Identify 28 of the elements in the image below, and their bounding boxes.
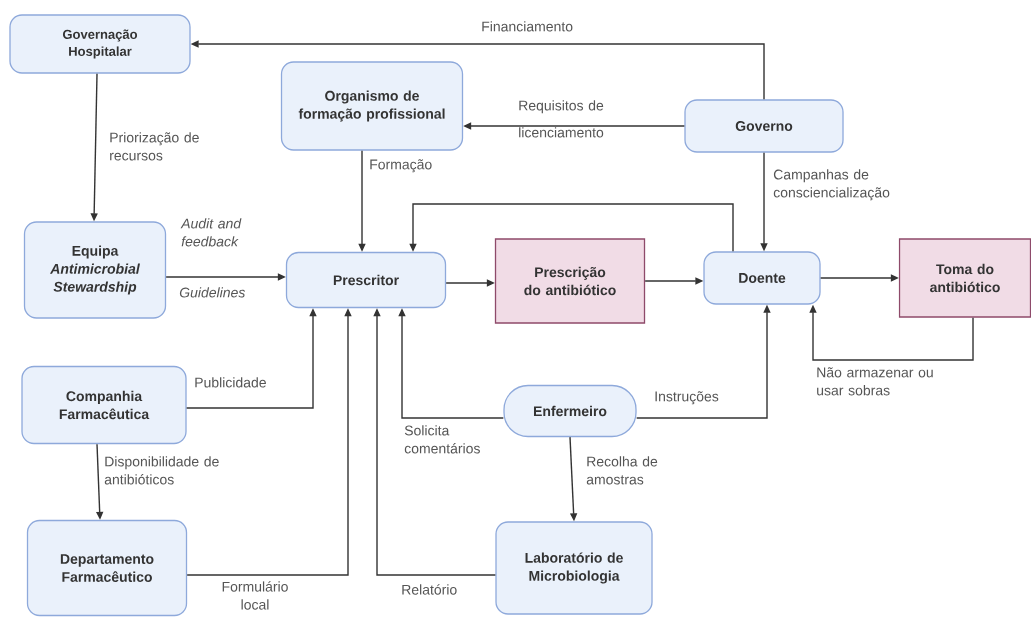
process-box: Departamento Farmacêutico: [26, 519, 188, 617]
arrow: [409, 203, 734, 253]
process-box: Organismo de formação profissional: [280, 61, 464, 151]
process-box: Governo: [684, 99, 844, 153]
edge-label: Publicidade: [195, 377, 266, 388]
edge-label: Recolha de amostras: [586, 456, 658, 485]
process-box: Governação Hospitalar: [9, 14, 191, 74]
edge-label: Instruções: [655, 391, 719, 405]
edge-label: Audit and feedback: [180, 218, 242, 247]
process-box: Enfermeiro: [503, 384, 637, 438]
edge-label: Priorização de recursos: [110, 132, 199, 161]
action-box: Toma do antibiótico: [898, 238, 1031, 318]
edge-label: Solicita comentários: [404, 425, 480, 454]
edge-label: Formulário local: [222, 581, 288, 610]
edge-label: Formação: [370, 159, 432, 173]
text-label: Guidelines: [179, 287, 246, 298]
edge-label: Campanhas de consciencialização: [773, 169, 890, 201]
edge-label: Não armazenar ou usar sobras: [817, 367, 933, 396]
edge-label: Disponibilidade de antibióticos: [104, 456, 219, 485]
edge-label: Relatório: [402, 584, 457, 595]
process-box: Equipa Antimicrobial Stewardship: [23, 221, 167, 319]
process-box: Doente: [703, 251, 821, 305]
edge-label: Financiamento: [482, 21, 573, 32]
process-box: Laboratório de Microbiologia: [495, 521, 653, 615]
process-box: Prescritor: [285, 251, 447, 309]
process-box: Companhia Farmacêutica: [21, 365, 187, 445]
edge-label: Requisitos de licenciamento: [519, 100, 604, 138]
action-box: Prescrição do antibiótico: [494, 238, 646, 324]
